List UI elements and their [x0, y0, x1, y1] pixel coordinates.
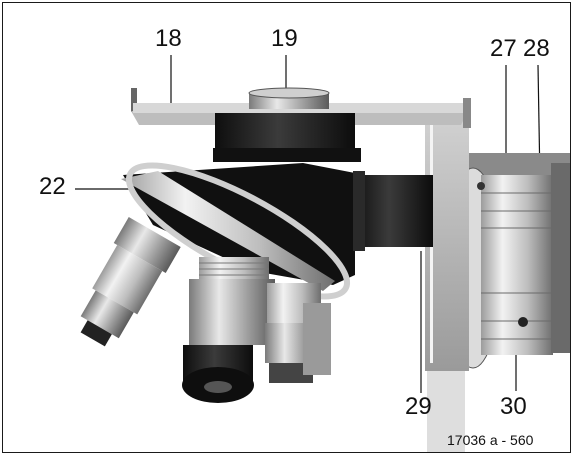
callout-19: 19: [271, 25, 298, 52]
callout-22: 22: [39, 173, 66, 200]
callout-18: 18: [155, 25, 182, 52]
figure-reference: 17036 a - 560: [447, 432, 534, 448]
objective-left: [80, 217, 181, 347]
figure-frame: 18 19 22 27 28 29 30 17036 a - 560: [2, 2, 571, 453]
callout-27: 27: [490, 35, 517, 62]
microscope-photo: [75, 55, 570, 452]
objective-right: [265, 283, 331, 383]
objective-center: [182, 257, 275, 403]
nosepiece: [121, 162, 433, 300]
callout-30: 30: [500, 393, 527, 420]
callout-28: 28: [523, 35, 550, 62]
top-cylinder: [213, 87, 361, 162]
callout-29: 29: [405, 393, 432, 420]
